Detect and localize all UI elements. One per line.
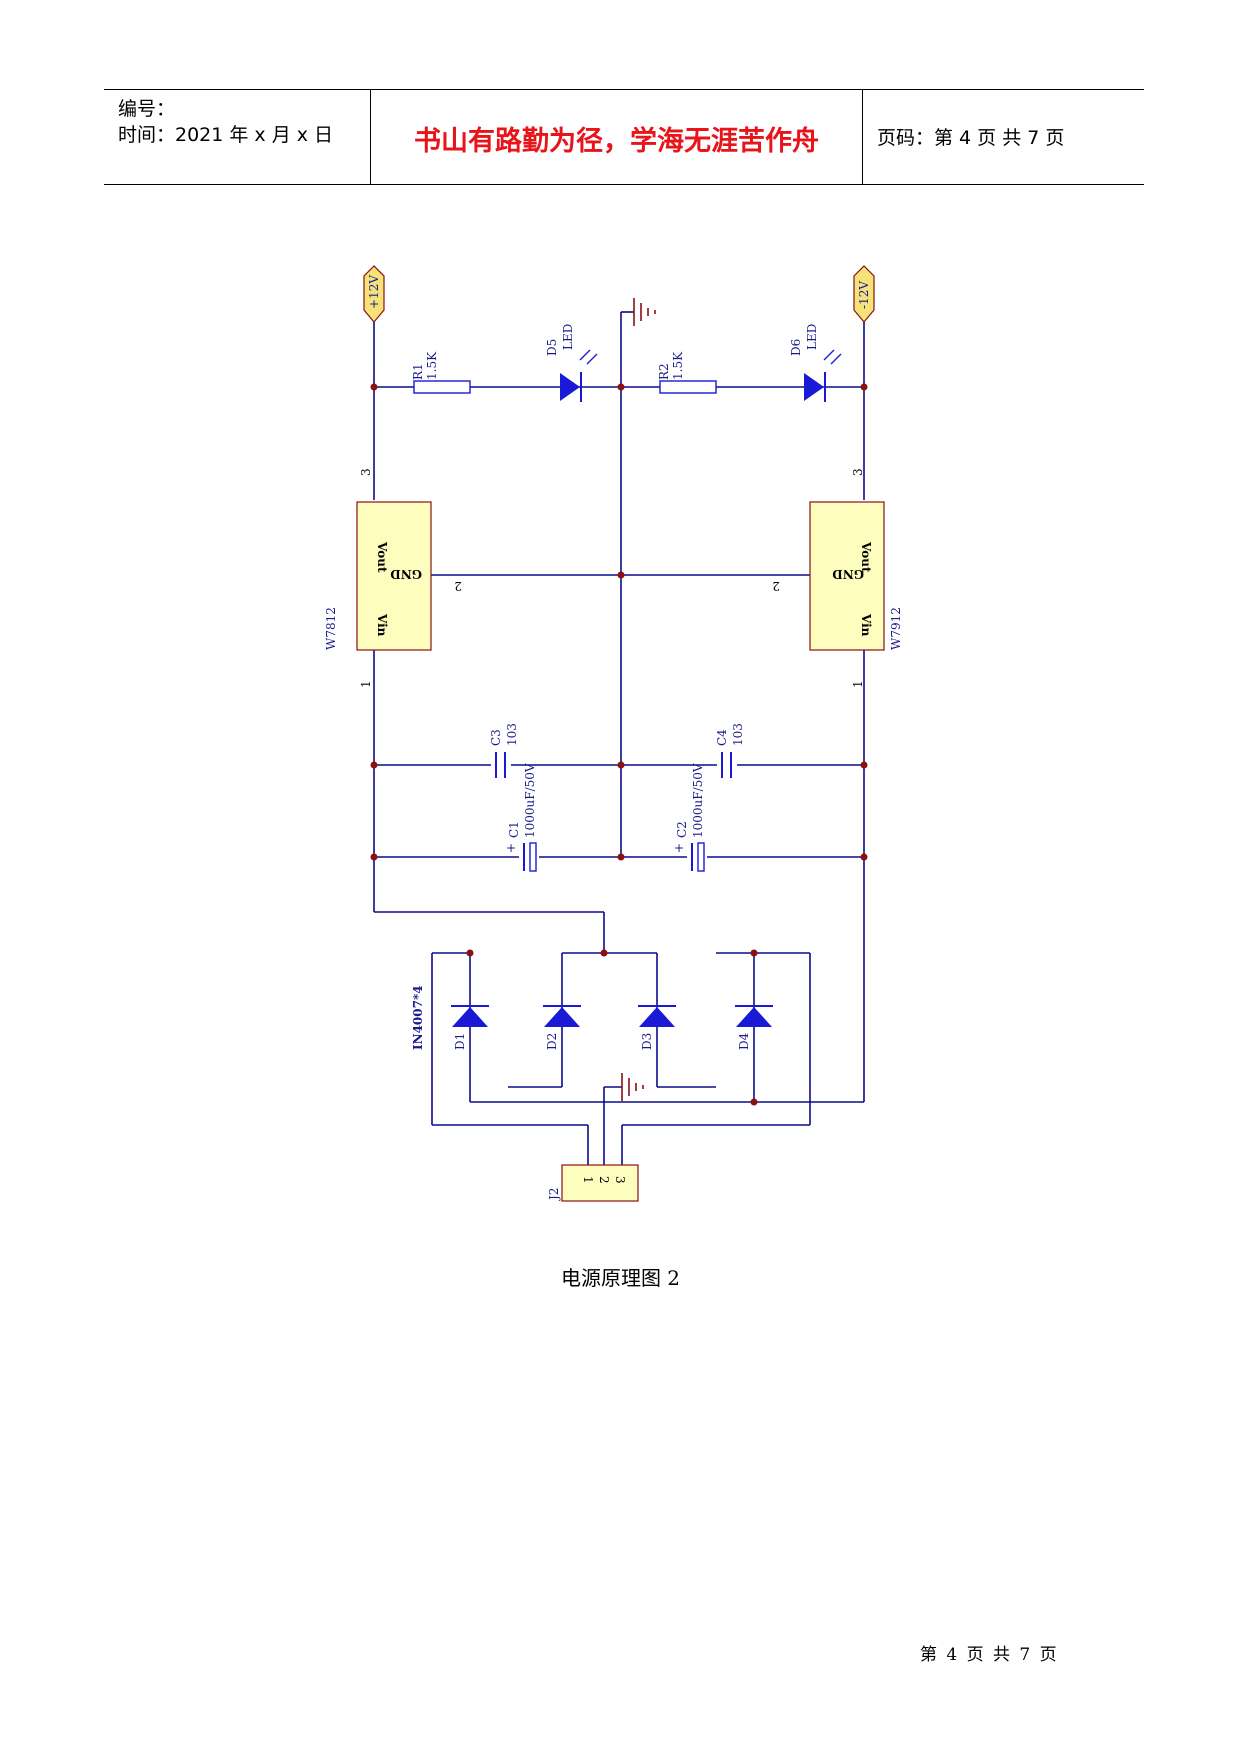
c3-ref: C3 [489,729,503,746]
d6-ref: D6 [789,339,803,356]
d1-ref: D1 [453,1033,467,1050]
figure-caption: 电源原理图 2 [560,1266,681,1290]
c2-plus: + [674,841,684,855]
u-right-vout: Vout [859,541,873,573]
u-left-gnd: GND [390,567,422,581]
led-d6: D6 LED [789,324,842,402]
u-left-ref: W7812 [324,607,338,650]
capacitor-c4: C4 103 [715,723,745,778]
bridge-label: IN4007*4 [411,985,425,1050]
capacitor-c2: + C2 1000uF/50V [674,763,707,872]
c3-value: 103 [505,723,519,746]
u-left-pin2: 2 [454,579,462,593]
j2-pin3: 3 [613,1176,627,1184]
page-header: 编号： 时间：2021 年 x 月 x 日 书山有路勤为径，学海无涯苦作舟 页码… [104,89,1144,185]
u-right-vin: Vin [859,613,873,637]
u-right-pin1: 1 [851,680,865,688]
resistor-r1: R1 1.5K [411,351,471,394]
led-d5: D5 LED [545,324,598,402]
diode-d3: D3 [638,1005,676,1050]
net-neg-text: -12V [857,281,871,309]
header-center-cell: 书山有路勤为径，学海无涯苦作舟 [371,90,863,184]
document-code: 编号： [118,98,176,120]
r1-ref: R1 [411,363,425,380]
d5-value: LED [561,324,575,350]
header-left-cell: 编号： 时间：2021 年 x 月 x 日 [104,90,371,184]
junctions [370,383,868,1106]
u-left-vout: Vout [375,541,389,573]
d3-ref: D3 [640,1033,654,1050]
d5-ref: D5 [545,339,559,356]
u-left-vin: Vin [375,613,389,637]
c4-value: 103 [731,723,745,746]
diode-d4: D4 [735,1005,773,1050]
net-label-pos12v: +12V [363,265,385,323]
regulator-w7812: Vout GND Vin W7812 3 1 2 [324,468,462,688]
diode-d2: D2 [543,1005,581,1050]
ground-symbol-bottom [621,1073,644,1101]
d6-value: LED [805,324,819,350]
c2-ref: C2 [675,821,689,838]
u-left-pin3: 3 [359,468,373,476]
u-left-pin1: 1 [359,680,373,688]
c1-value: 1000uF/50V [523,763,537,838]
u-right-pin2: 2 [772,579,780,593]
r1-value: 1.5K [425,351,439,380]
r2-ref: R2 [657,363,671,380]
regulator-w7912: Vout GND Vin W7912 3 1 2 [772,468,903,688]
header-page-number: 页码：第 4 页 共 7 页 [877,127,1065,149]
resistor-r2: R2 1.5K [657,351,717,394]
d4-ref: D4 [737,1032,751,1050]
c1-plus: + [506,841,516,855]
net-label-neg12v: -12V [853,265,875,323]
c2-value: 1000uF/50V [691,763,705,838]
document-date: 时间：2021 年 x 月 x 日 [118,124,334,146]
u-right-ref: W7912 [889,607,903,650]
connector-j2: 1 2 3 J2 [547,1164,639,1202]
j2-pin2: 2 [597,1176,611,1184]
header-motto: 书山有路勤为径，学海无涯苦作舟 [414,126,819,157]
r2-value: 1.5K [671,351,685,380]
page-footer: 第 4 页 共 7 页 [920,1645,1059,1665]
d2-ref: D2 [545,1033,559,1050]
c1-ref: C1 [507,821,521,838]
capacitor-c3: C3 103 [489,723,519,778]
wires [373,311,865,1165]
net-pos-text: +12V [367,275,381,309]
j2-pin1: 1 [581,1176,595,1184]
header-right-cell: 页码：第 4 页 共 7 页 [863,90,1144,184]
u-right-pin3: 3 [851,468,865,476]
u-right-gnd: GND [832,567,864,581]
j2-ref: J2 [547,1188,561,1202]
diode-d1: D1 [451,1005,489,1050]
c4-ref: C4 [715,729,729,746]
ground-symbol-top [633,298,656,326]
capacitor-c1: + C1 1000uF/50V [506,763,539,872]
